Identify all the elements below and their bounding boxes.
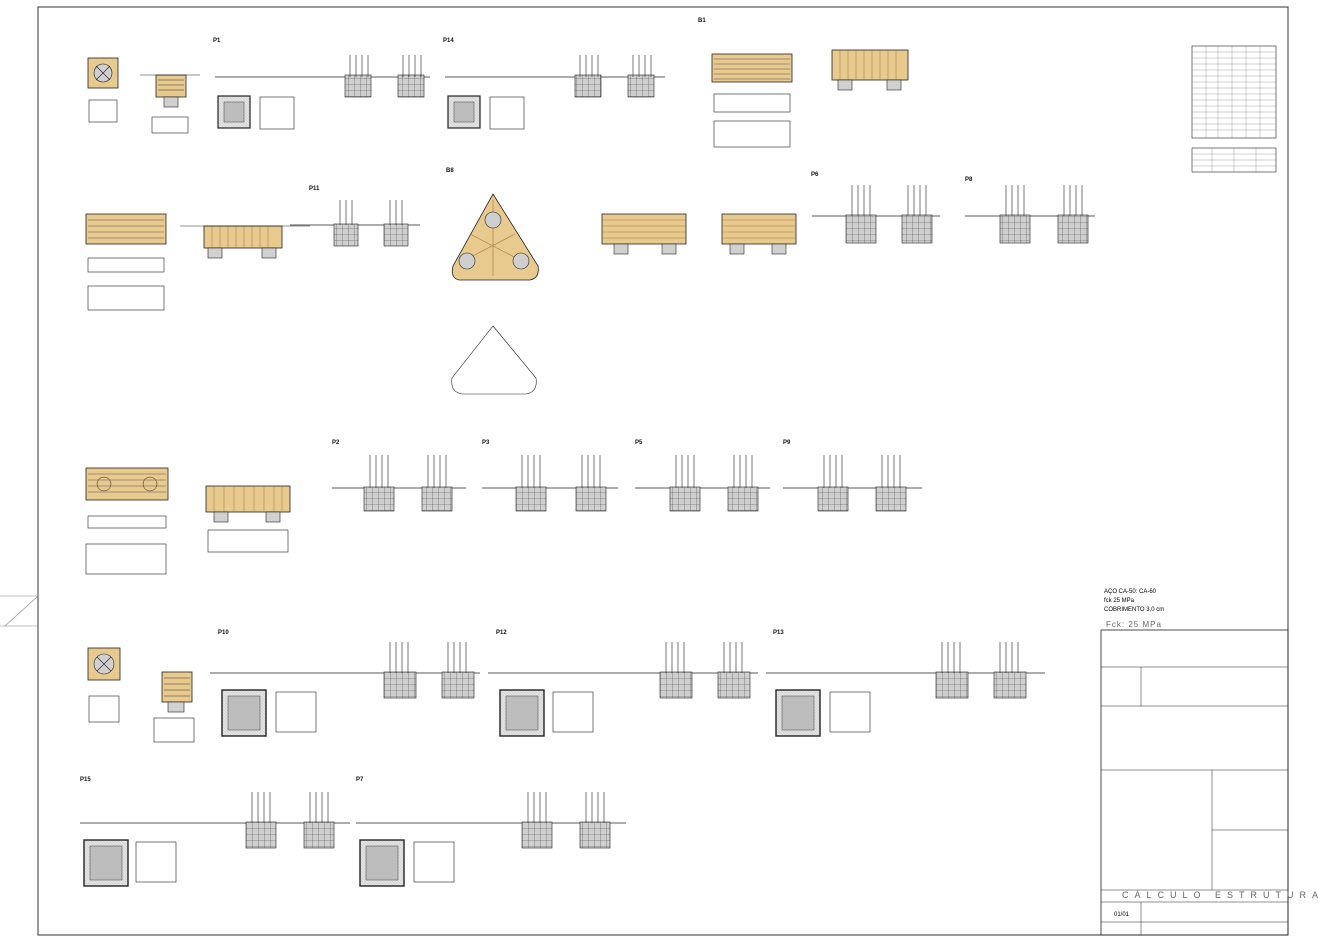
pillar-detail-p15: P15 (80, 777, 350, 887)
pillar-detail-p2: P2 (332, 440, 466, 512)
svg-text:P3: P3 (482, 440, 490, 446)
svg-text:P10: P10 (218, 630, 229, 636)
svg-text:B8: B8 (446, 168, 454, 174)
pillar-detail-p12: P12 (488, 630, 758, 737)
svg-text:P6: P6 (811, 172, 819, 178)
svg-text:B1: B1 (698, 18, 706, 24)
pile-cap-section-1 (140, 74, 200, 108)
svg-text:P11: P11 (309, 186, 320, 192)
banner: CÁLCULO ESTRUTURAL (1122, 890, 1318, 900)
svg-text:P9: P9 (783, 440, 791, 446)
note-line-1: AÇO CA-50: CA-60 (1104, 589, 1157, 595)
svg-text:P13: P13 (773, 630, 784, 636)
pillar-detail-p10: P10 (210, 630, 480, 737)
svg-text:P7: P7 (356, 777, 364, 783)
svg-text:P15: P15 (80, 777, 91, 783)
pillar-detail-p14: P14 (443, 38, 665, 130)
pillar-detail-p9: P9 (783, 440, 922, 512)
sheet-border (37, 6, 1289, 936)
pillar-detail-p3: P3 (482, 440, 618, 512)
fold-mark (4, 595, 39, 627)
pile-cap-b2 (85, 213, 310, 311)
svg-text:P1: P1 (213, 38, 221, 44)
pillar-detail-p11: P11 (290, 186, 420, 247)
pile-cap-plan-1 (87, 57, 189, 134)
pillar-detail-p8: P8 (965, 177, 1095, 244)
pile-cap-b1: B1 (698, 18, 909, 148)
pile-cap-b3-triangle: B8 (446, 168, 797, 395)
svg-text:P12: P12 (496, 630, 507, 636)
svg-text:P8: P8 (965, 177, 973, 183)
pillar-detail-p13: P13 (766, 630, 1045, 737)
sheet-number: 01/01 (1114, 912, 1130, 918)
steel-table (1191, 45, 1277, 173)
svg-text:P5: P5 (635, 440, 643, 446)
pillar-detail-p7: P7 (356, 777, 626, 887)
pillar-detail-p5: P5 (635, 440, 770, 512)
pillar-detail-p6: P6 (811, 172, 940, 244)
svg-text:P14: P14 (443, 38, 454, 44)
title-block: AÇO CA-50: CA-60 fck 25 MPa COBRIMENTO 3… (1100, 589, 1318, 936)
fck-label: Fck: 25 MPa (1106, 620, 1162, 629)
pile-cap-plan-2 (87, 647, 195, 743)
svg-text:P2: P2 (332, 440, 340, 446)
pillar-detail-p1: P1 (213, 38, 430, 130)
note-line-3: COBRIMENTO 3,0 cm (1104, 607, 1164, 613)
note-line-2: fck 25 MPa (1104, 598, 1135, 604)
pile-cap-b4 (85, 467, 291, 575)
